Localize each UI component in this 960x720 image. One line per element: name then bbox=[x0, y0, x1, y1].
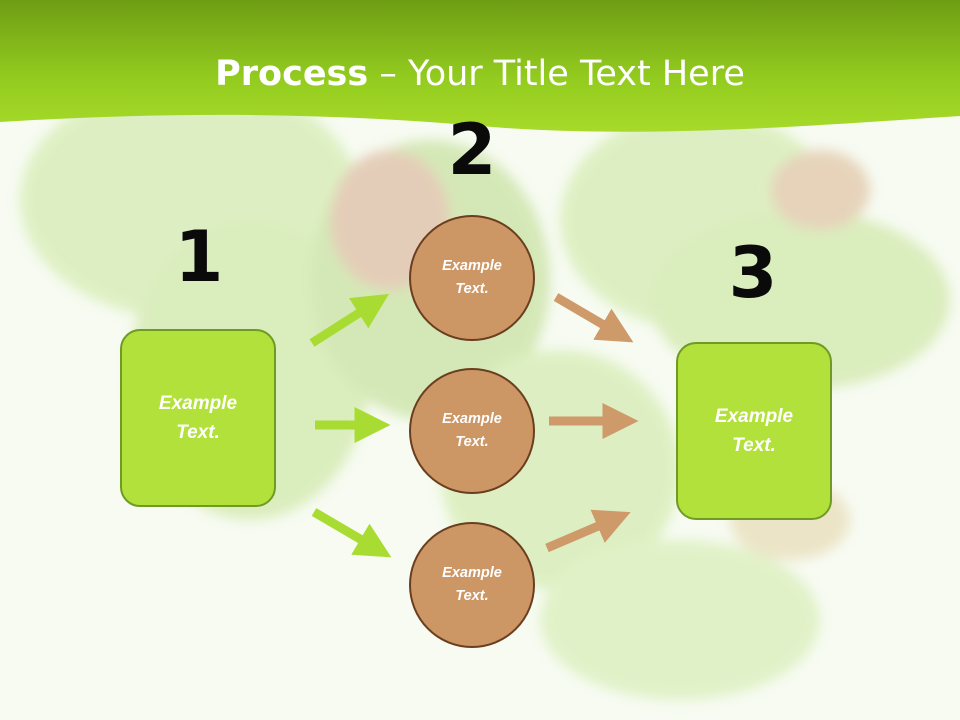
step-number-2: 2 bbox=[447, 109, 497, 191]
circle-bottom-label: Example Text. bbox=[442, 565, 502, 604]
brown-arrow-down bbox=[553, 293, 634, 343]
step-3-box-label: Example Text. bbox=[714, 406, 794, 456]
step-2-circle-middle: Example Text. bbox=[409, 368, 535, 494]
title-rest: – Your Title Text Here bbox=[368, 54, 745, 94]
step-3-box: Example Text. bbox=[676, 342, 832, 520]
circle-top-label: Example Text. bbox=[442, 258, 502, 297]
circle-middle-label: Example Text. bbox=[442, 411, 502, 450]
step-2-circle-bottom: Example Text. bbox=[409, 522, 535, 648]
step-1-box-label: Example Text. bbox=[158, 393, 238, 443]
title-bold: Process bbox=[215, 54, 369, 94]
step-2-circle-top: Example Text. bbox=[409, 215, 535, 341]
header-band bbox=[0, 0, 960, 132]
green-arrow-down bbox=[311, 508, 392, 558]
step-1-box: Example Text. bbox=[120, 329, 276, 507]
slide-title: Process – Your Title Text Here bbox=[0, 52, 960, 96]
green-arrow-up bbox=[309, 293, 389, 347]
step-number-1: 1 bbox=[174, 216, 224, 298]
step-number-3: 3 bbox=[728, 232, 778, 314]
brown-arrow-up bbox=[545, 509, 631, 553]
